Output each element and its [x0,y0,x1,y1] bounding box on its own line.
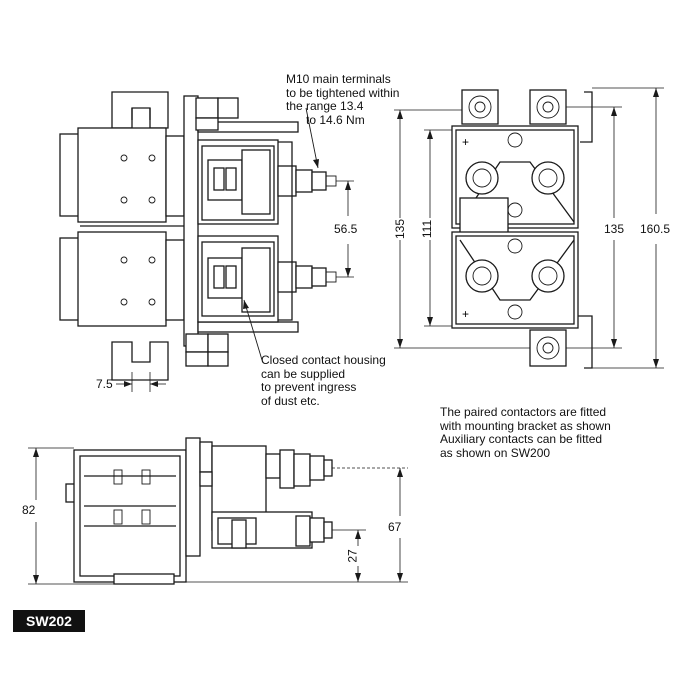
dim-terminal-height-low: 27 [345,549,360,563]
bracket-note-line-2: with mounting bracket as shown [440,418,611,433]
housing-callout-line-3: to prevent ingress [261,380,357,394]
housing-callout: Closed contact housing can be supplied t… [261,353,421,408]
right-end-view: + + [394,87,664,369]
model-tag: SW202 [13,610,85,632]
terminals-callout-line-1: M10 main terminals [286,72,391,86]
terminals-callout-line-4: to 14.6 Nm [306,112,365,127]
bracket-note-line-3: Auxiliary contacts can be fitted [440,432,603,446]
bracket-note-line-4: as shown on SW200 [440,445,551,460]
dim-right-height-left: 135 [393,218,408,240]
side-elevation-view [28,437,408,585]
dim-overall-height: 160.5 [640,222,671,236]
bracket-note: The paired contactors are fitted with mo… [440,405,660,460]
terminals-callout-line-3: the range 13.4 [286,99,364,113]
terminals-callout-line-2: to be tightened within [286,85,400,100]
housing-callout-line-2: can be supplied [261,366,346,381]
housing-callout-line-1: Closed contact housing [261,353,386,367]
dim-right-height-right: 135 [604,222,625,236]
top-left-plan-view [59,91,354,392]
housing-callout-line-4: of dust etc. [261,393,320,408]
terminals-callout: M10 main terminals to be tightened withi… [286,72,436,127]
dim-slot-width: 7.5 [96,377,113,391]
dim-right-inner-height: 111 [420,219,435,239]
dim-terminal-height-high: 67 [388,520,402,534]
svg-text:+: + [462,307,469,321]
dim-terminal-pitch: 56.5 [334,222,358,236]
svg-text:+: + [462,135,469,149]
dim-side-height: 82 [22,503,36,517]
bracket-note-line-1: The paired contactors are fitted [440,405,607,419]
